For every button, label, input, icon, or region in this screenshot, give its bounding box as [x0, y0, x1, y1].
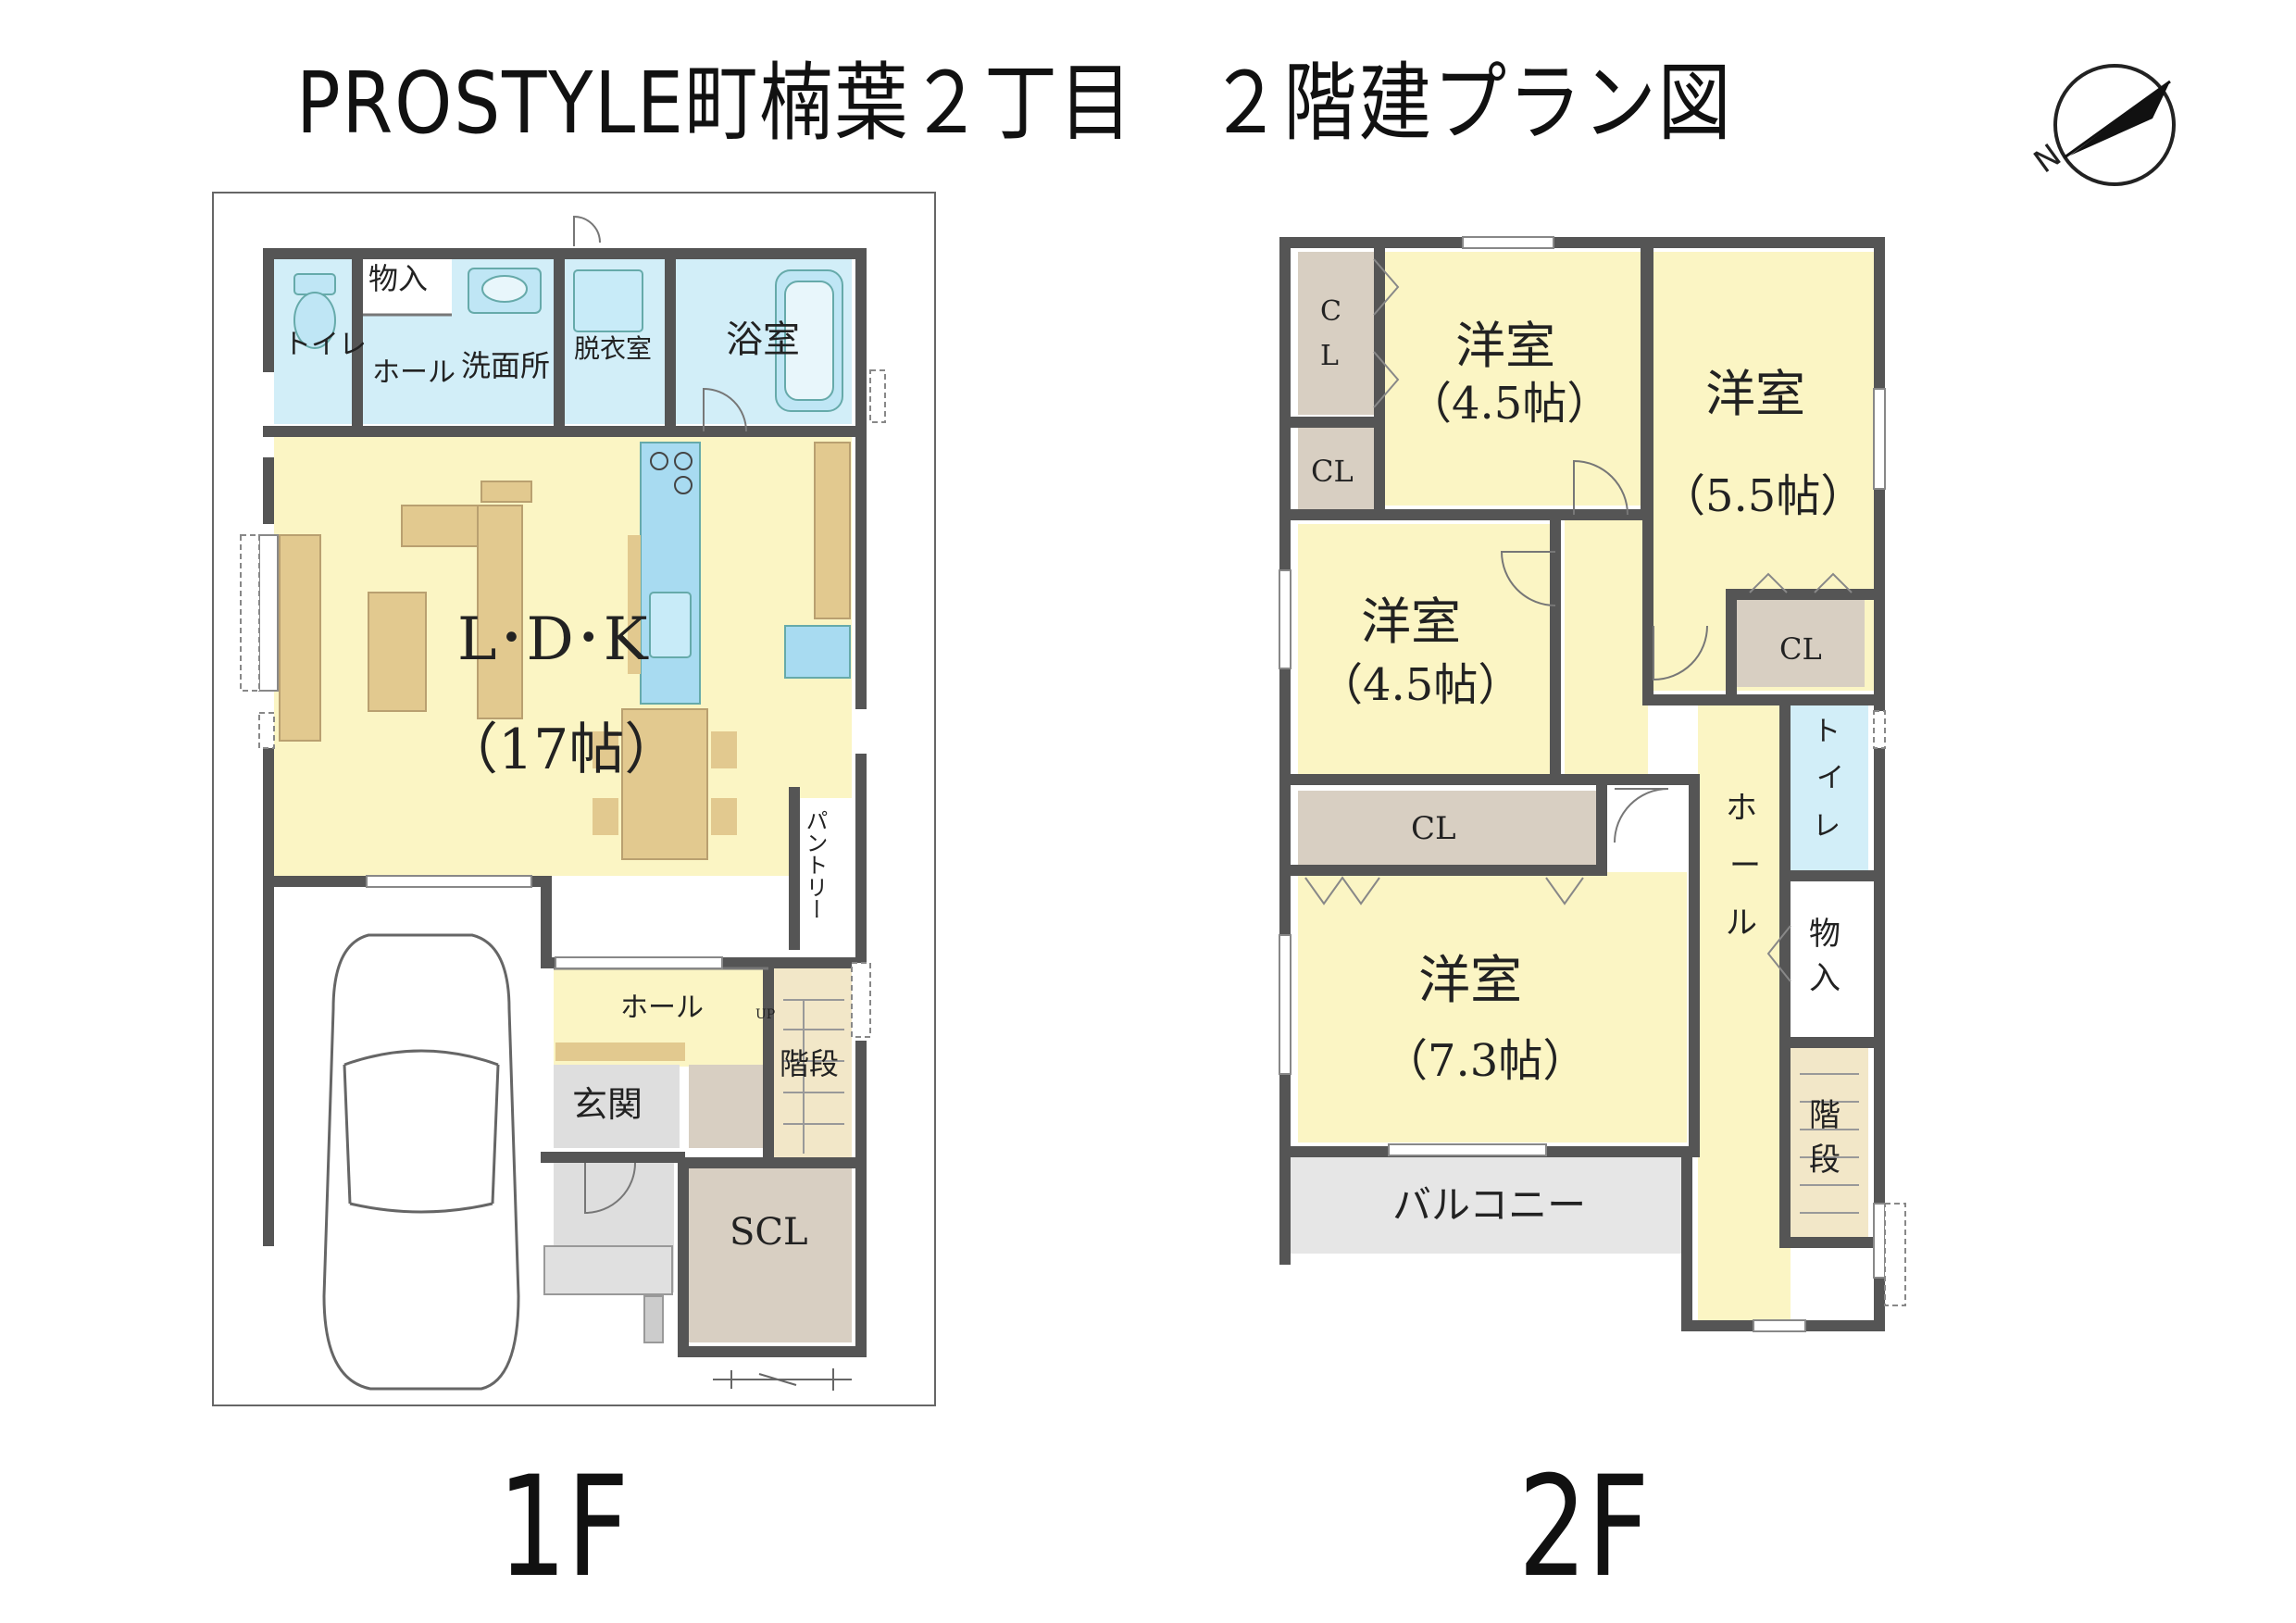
stairs-2f [1791, 1046, 1868, 1237]
label-storage-2f-1: 物 [1809, 916, 1841, 953]
label-entrance-1f: 玄関 [572, 1084, 643, 1125]
label-toilet-2f-2: イ [1816, 762, 1844, 794]
room-d-2f [1298, 872, 1687, 1142]
label-room-d-size: （7.3帖） [1383, 1035, 1587, 1087]
label-room-a-size: （4.5帖） [1407, 378, 1611, 430]
label-stairs-2f-1: 階 [1809, 1097, 1841, 1134]
storage-2f [1791, 881, 1868, 1037]
room-c-2f [1298, 524, 1550, 774]
label-scl-1f: SCL [730, 1211, 808, 1254]
label-hall-1f: ホール [620, 992, 704, 1024]
compass-icon: N [2028, 64, 2176, 186]
storage-1f [363, 259, 452, 315]
entrance-1f [554, 1065, 680, 1148]
hall-2f [1698, 704, 1791, 1320]
label-ldk-1f: L･D･K [457, 606, 649, 674]
label-hall-2f-1: ホ [1726, 790, 1757, 827]
label-toilet-1f: トイレ [283, 329, 367, 361]
parked-car-icon [322, 933, 520, 1391]
floor-label-2f: 2F [1517, 1447, 1650, 1608]
pantry-1f [800, 798, 852, 937]
label-room-a: 洋室 [1455, 317, 1555, 375]
floor-label-1f: 1F [497, 1447, 630, 1608]
floor1-plan: トイレ 物入 ホール 洗面所 脱衣室 浴室 L･D･K （17帖） パントリー … [212, 192, 936, 1406]
room-labels-1f: トイレ 物入 ホール 洗面所 脱衣室 浴室 L･D･K （17帖） パントリー … [283, 261, 839, 1254]
closet-b-2f [1298, 428, 1374, 515]
label-toilet-2f-3: レ [1813, 810, 1841, 843]
label-stairs-1f: 階段 [780, 1046, 839, 1081]
site-boundary-1f [212, 192, 936, 1406]
label-room-d: 洋室 [1418, 951, 1522, 1011]
label-pantry-1f: パントリー [802, 809, 828, 920]
label-hall-2f-2: ー [1729, 847, 1761, 884]
label-storage-2f-2: 入 [1809, 960, 1841, 997]
label-closet-b: CL [1311, 454, 1354, 489]
label-storage-1f: 物入 [368, 261, 428, 296]
label-room-c-size: （4.5帖） [1318, 659, 1522, 711]
hall-small-1f [363, 315, 452, 424]
label-room-c: 洋室 [1361, 593, 1461, 651]
balcony-2f [1291, 1157, 1692, 1254]
closet-a-2f [1298, 252, 1374, 415]
toilet-2f [1791, 704, 1868, 870]
label-toilet-2f-1: ト [1813, 716, 1841, 748]
floor2-plan: C L CL 洋室 （4.5帖） 洋室 （5.5帖） CL 洋室 （4.5帖） … [1279, 236, 1906, 1332]
label-dressing-1f: 脱衣室 [574, 333, 652, 364]
label-up-1f: UP [755, 1007, 775, 1022]
label-closet-right: CL [1779, 631, 1822, 667]
label-closet-a-l: L [1320, 340, 1339, 372]
label-hall-2f-3: ル [1726, 905, 1757, 942]
label-room-b-size: （5.5帖） [1661, 470, 1865, 522]
label-bath-1f: 浴室 [726, 318, 800, 361]
scl-1f [689, 1163, 852, 1342]
label-ldk-size-1f: （17帖） [443, 718, 680, 782]
label-closet-long: CL [1411, 810, 1456, 847]
label-washroom-1f: 洗面所 [461, 348, 550, 383]
label-stairs-2f-2: 段 [1809, 1142, 1841, 1179]
label-balcony-2f: バルコニー [1392, 1182, 1586, 1228]
room-labels-2f: C L CL 洋室 （4.5帖） 洋室 （5.5帖） CL 洋室 （4.5帖） … [1311, 295, 1865, 1228]
room-a-2f [1383, 252, 1641, 506]
label-hall-small-1f: ホール [372, 356, 455, 389]
label-closet-a-c: C [1320, 295, 1341, 328]
bicycle-icon [713, 1368, 852, 1391]
page-title: PROSTYLE町楠葉２丁目 ２階建プラン図 [296, 54, 1733, 153]
closet-right-2f [1737, 598, 1865, 687]
label-room-b: 洋室 [1705, 365, 1805, 423]
closet-long-2f [1298, 791, 1596, 865]
furniture-1f [279, 268, 851, 1343]
